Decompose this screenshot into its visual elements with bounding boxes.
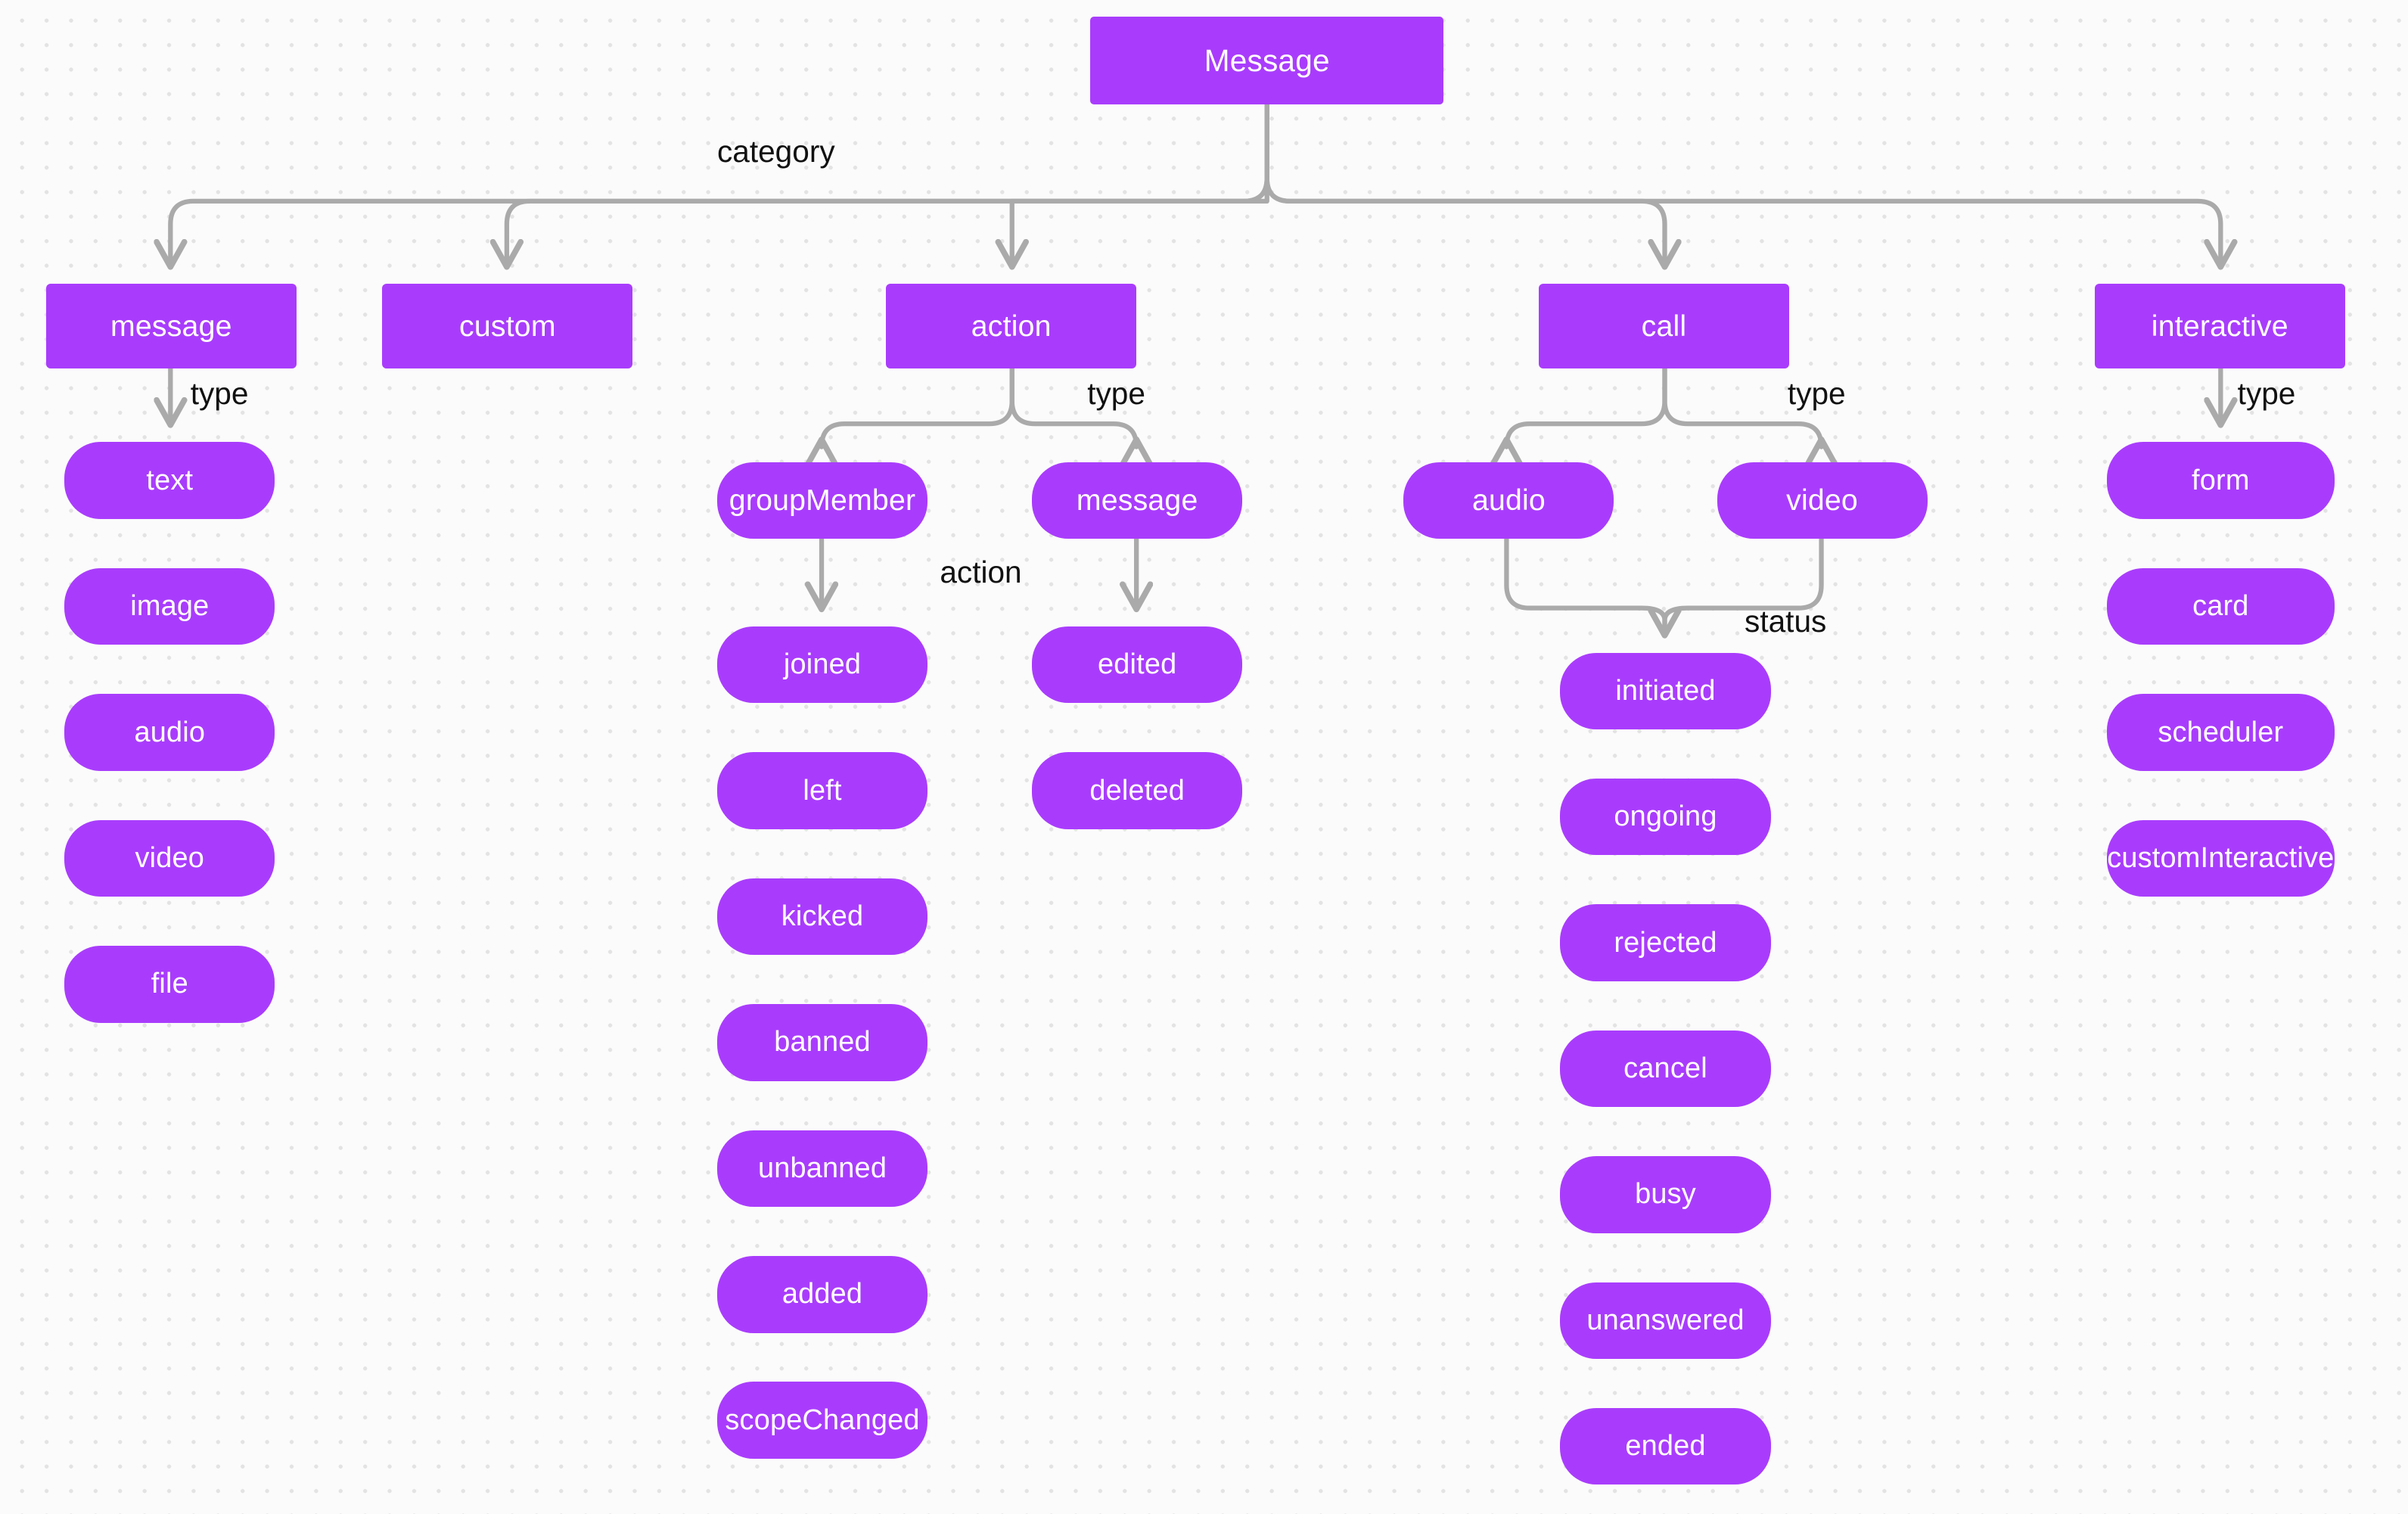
node-message-audio[interactable]: audio [64, 694, 275, 771]
edge-label-type-action: type [1087, 376, 1145, 412]
edge-label-action-groupmember: action [940, 554, 1022, 589]
node-interactive-form[interactable]: form [2107, 442, 2335, 519]
node-groupmember-left[interactable]: left [716, 752, 928, 829]
node-action-groupmember[interactable]: groupMember [716, 462, 928, 539]
edge-label-type-message: type [190, 376, 249, 412]
node-category-custom[interactable]: custom [382, 284, 633, 369]
edge-label-type-call: type [1787, 376, 1846, 412]
node-call-status-cancel[interactable]: cancel [1560, 1030, 1771, 1108]
node-action-message-deleted[interactable]: deleted [1032, 752, 1243, 829]
node-category-interactive[interactable]: interactive [2094, 284, 2345, 369]
node-message-text[interactable]: text [64, 442, 275, 519]
node-groupmember-added[interactable]: added [716, 1256, 928, 1333]
node-groupmember-kicked[interactable]: kicked [716, 878, 928, 956]
node-call-status-ongoing[interactable]: ongoing [1560, 778, 1771, 856]
node-category-action[interactable]: action [886, 284, 1137, 369]
node-call-video[interactable]: video [1717, 462, 1928, 539]
node-category-call[interactable]: call [1539, 284, 1789, 369]
node-groupmember-joined[interactable]: joined [716, 626, 928, 704]
node-message-video[interactable]: video [64, 819, 275, 897]
node-groupmember-unbanned[interactable]: unbanned [716, 1130, 928, 1208]
node-message-image[interactable]: image [64, 567, 275, 645]
node-message-file[interactable]: file [64, 946, 275, 1023]
node-action-message-edited[interactable]: edited [1032, 626, 1243, 704]
node-groupmember-scopechanged[interactable]: scopeChanged [716, 1382, 928, 1459]
node-interactive-card[interactable]: card [2107, 567, 2335, 645]
node-interactive-scheduler[interactable]: scheduler [2107, 694, 2335, 771]
node-call-status-initiated[interactable]: initiated [1560, 652, 1771, 729]
edge-label-category: category [716, 133, 835, 169]
node-action-message[interactable]: message [1032, 462, 1243, 539]
node-interactive-custominteractive[interactable]: customInteractive [2107, 819, 2335, 897]
node-call-status-unanswered[interactable]: unanswered [1560, 1282, 1771, 1360]
node-call-status-ended[interactable]: ended [1560, 1407, 1771, 1485]
node-call-status-busy[interactable]: busy [1560, 1156, 1771, 1233]
edge-label-type-interactive: type [2237, 376, 2296, 412]
node-root-message[interactable]: Message [1090, 17, 1444, 104]
node-call-status-rejected[interactable]: rejected [1560, 904, 1771, 981]
node-category-message[interactable]: message [45, 284, 297, 369]
edge-label-status-call: status [1745, 603, 1827, 639]
node-call-audio[interactable]: audio [1403, 462, 1614, 539]
node-groupmember-banned[interactable]: banned [716, 1004, 928, 1081]
